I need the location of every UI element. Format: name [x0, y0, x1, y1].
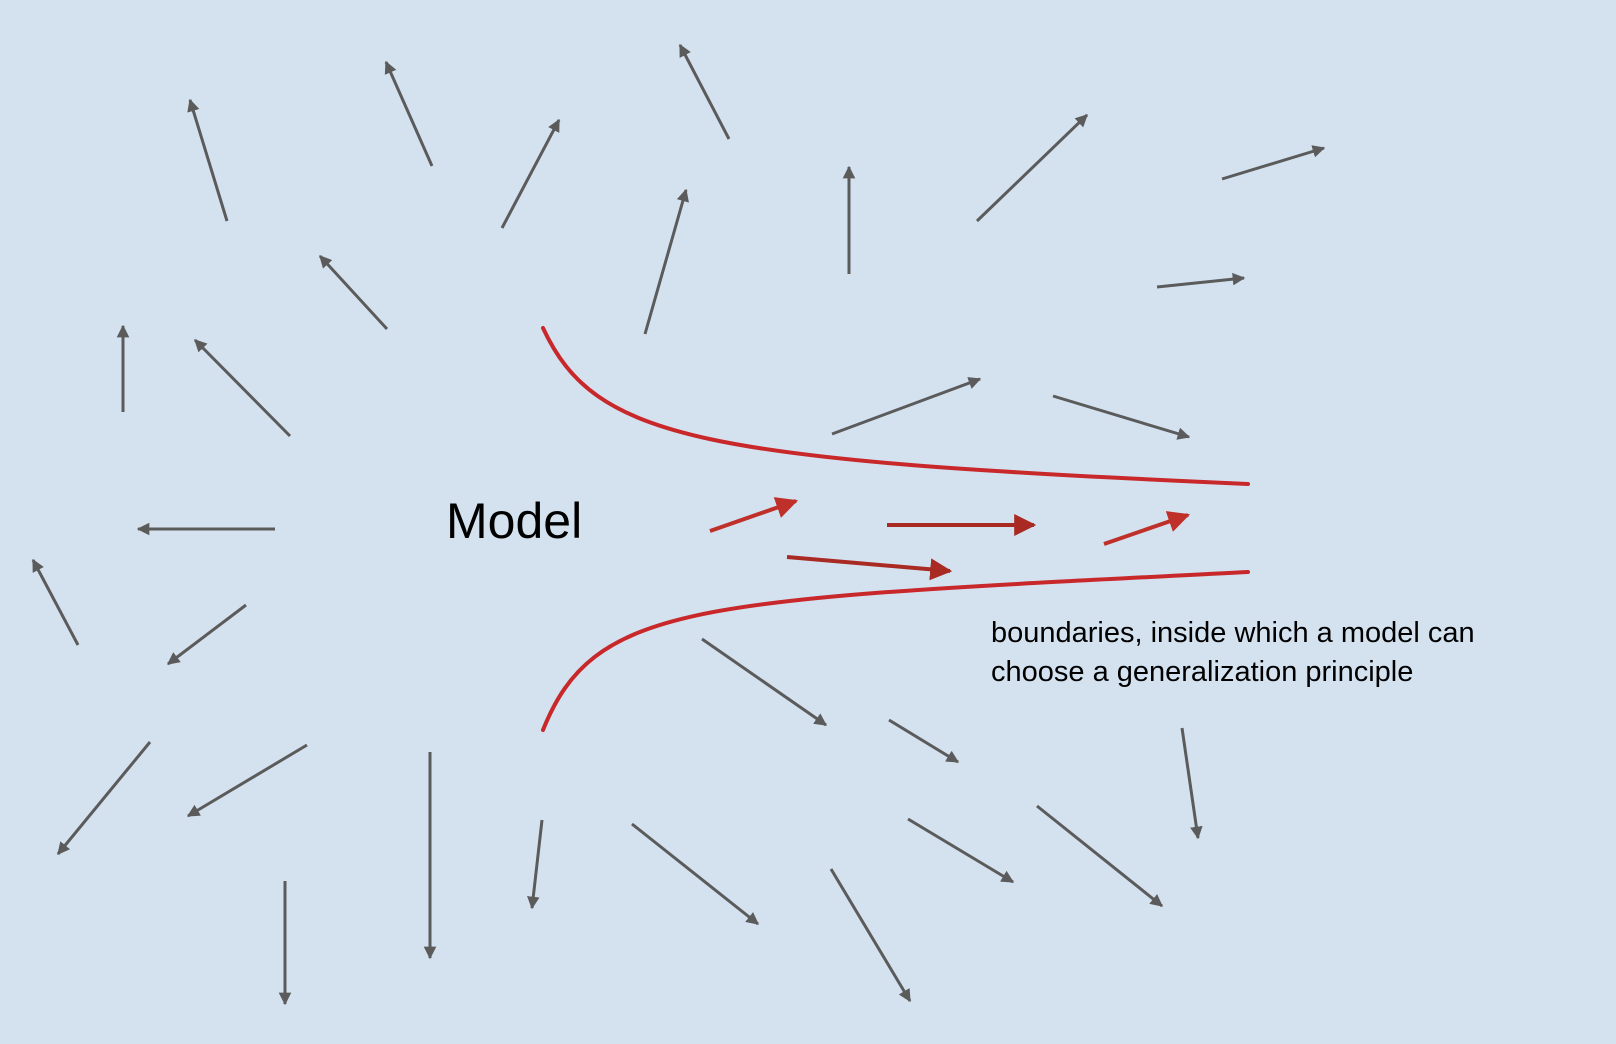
scattered-arrow	[829, 868, 912, 1003]
scattered-arrow	[56, 741, 152, 855]
model-label: Model	[446, 493, 583, 549]
scattered-arrow	[888, 718, 960, 764]
scattered-arrow	[907, 817, 1015, 884]
upper-boundary-curve	[541, 326, 1250, 486]
scattered-arrow	[500, 118, 561, 229]
boundary-curves-group	[541, 326, 1250, 732]
scattered-arrow	[678, 43, 731, 140]
scattered-arrow	[187, 98, 229, 222]
scattered-arrow	[318, 254, 389, 331]
scattered-arrow	[1052, 394, 1191, 440]
annotation-line-1: boundaries, inside which a model can	[991, 617, 1475, 649]
scattered-arrow	[701, 637, 828, 727]
scattered-arrow	[31, 558, 80, 646]
scattered-arrow	[1221, 145, 1326, 181]
scattered-arrow	[1156, 272, 1246, 289]
scattered-arrow	[1180, 727, 1203, 840]
scattered-arrow	[631, 822, 759, 926]
annotation-line-2: choose a generalization principle	[991, 656, 1414, 688]
lower-boundary-curve	[541, 570, 1250, 732]
scattered-arrow	[384, 60, 434, 167]
boundary-annotation: boundaries, inside which a model can cho…	[991, 614, 1551, 692]
scattered-arrow	[975, 113, 1089, 223]
scattered-arrow	[831, 377, 982, 436]
scattered-arrows-group	[31, 43, 1326, 1006]
scattered-arrow	[1036, 804, 1163, 908]
scattered-arrow	[193, 338, 292, 438]
channel-arrow	[786, 555, 953, 581]
scattered-arrow	[527, 819, 544, 910]
scattered-arrow	[186, 743, 308, 818]
channel-arrows-group	[709, 497, 1191, 581]
channel-arrow	[1103, 511, 1191, 546]
scattered-arrow	[166, 603, 247, 666]
channel-arrow	[709, 497, 799, 533]
scattered-arrow	[643, 188, 689, 335]
